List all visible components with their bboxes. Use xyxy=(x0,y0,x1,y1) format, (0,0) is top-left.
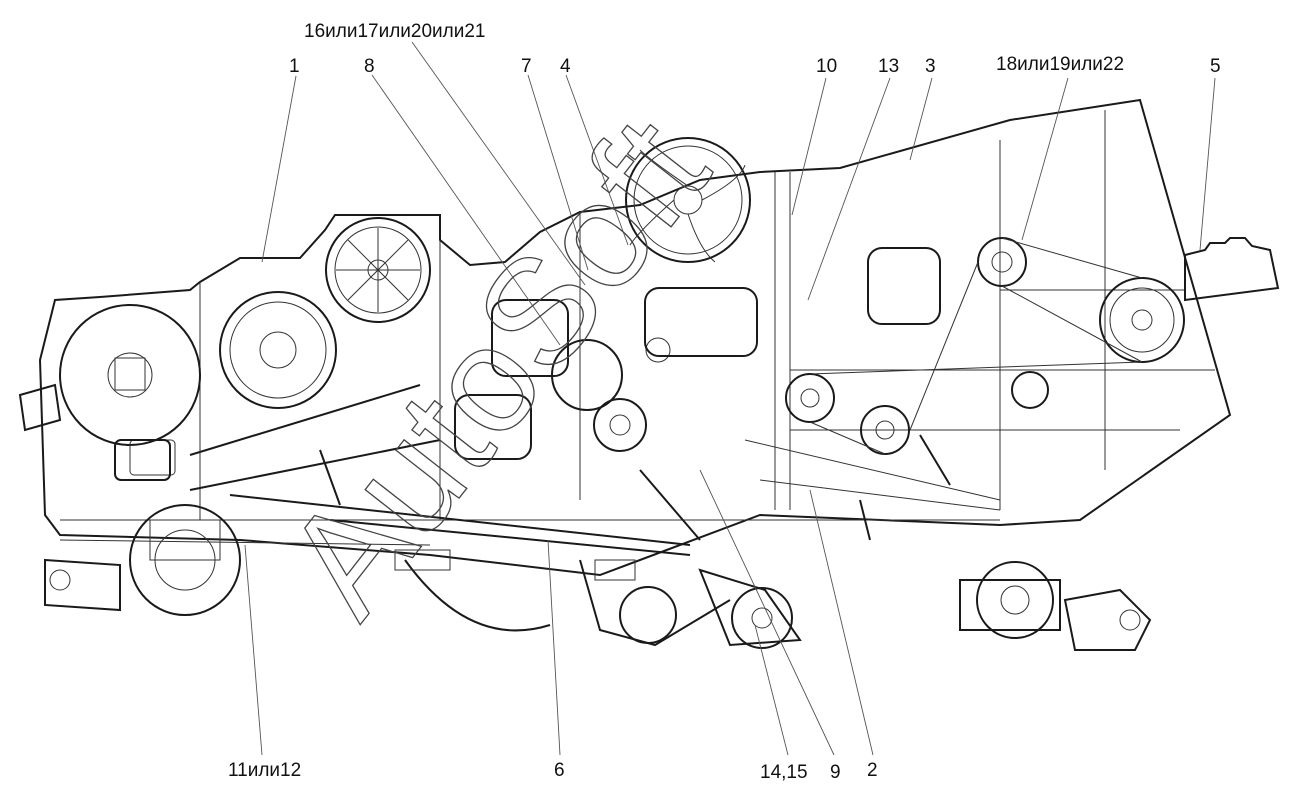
callout-4: 4 xyxy=(560,56,571,77)
straw-chute xyxy=(1184,237,1280,302)
watermark-text: AutoSoft xyxy=(253,88,740,645)
callout-9: 9 xyxy=(830,762,841,783)
callout-10: 10 xyxy=(816,56,837,77)
left-drive-assembly xyxy=(18,304,241,616)
callout-18-19-22: 18или19или22 xyxy=(996,54,1124,75)
callout-5: 5 xyxy=(1210,56,1221,77)
callout-3: 3 xyxy=(925,56,936,77)
callout-7: 7 xyxy=(521,56,532,77)
leader-lines xyxy=(244,41,1216,756)
pulleys xyxy=(219,137,1185,455)
callout-2: 2 xyxy=(867,760,878,781)
inspection-windows xyxy=(114,247,941,481)
callout-16-17-20-21: 16или17или20или21 xyxy=(304,21,485,42)
callout-labels: 1 8 16или17или20или21 7 4 10 13 3 18или1… xyxy=(228,21,1221,783)
callout-8: 8 xyxy=(364,56,375,77)
callout-1: 1 xyxy=(289,56,300,77)
callout-14-15: 14,15 xyxy=(760,762,808,783)
callout-13: 13 xyxy=(878,56,899,77)
callout-11-12: 11или12 xyxy=(228,760,301,781)
callout-6: 6 xyxy=(554,760,565,781)
linkages xyxy=(189,384,1001,556)
lower-assembly xyxy=(394,549,1152,651)
